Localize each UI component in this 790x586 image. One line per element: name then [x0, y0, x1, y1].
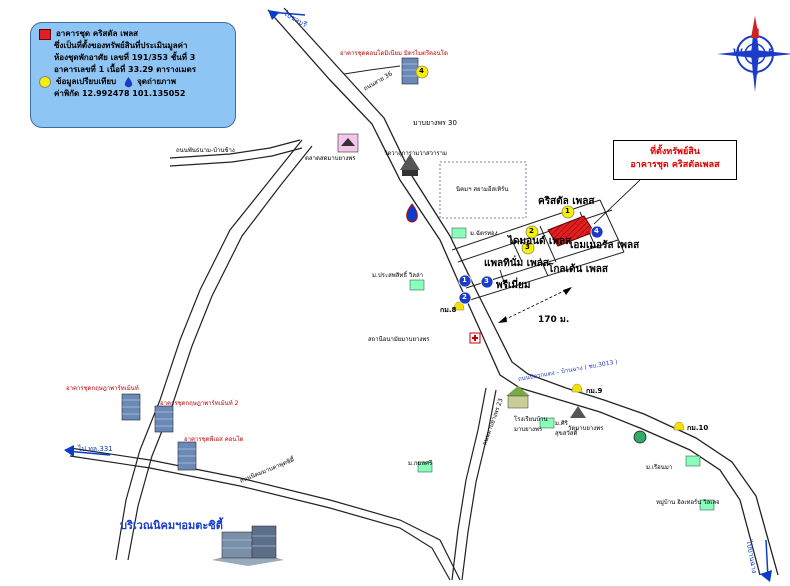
compass-s: S	[752, 68, 759, 78]
label-to-331: ไป ทล.331	[78, 445, 113, 453]
label-premium: พรีเมี่ยม	[496, 280, 531, 291]
nikom-boundary	[439, 161, 527, 219]
label-nikom: นิคมฯ สยามอีสเทิร์น	[456, 186, 509, 193]
village-house-icon	[409, 227, 715, 511]
label-condo-top: อาคารชุดคอนโดมิเนียม มิตรไมตรีคอนโด	[340, 50, 448, 57]
label-temple: วัดวาลุการามวาสวาราม	[384, 150, 447, 157]
temple-icon-2	[570, 406, 586, 418]
label-health-center: สถานีอนามัยมาบยางพร	[368, 336, 430, 343]
health-center-icon	[469, 332, 481, 344]
legend-comparable: ข้อมูลเปรียบเทียบ	[56, 77, 117, 86]
label-emerald-place: เอมเมอรัล เพลส	[570, 240, 640, 251]
label-condo-left-3: อาคารชุดพีเอส คอนโด	[184, 436, 244, 443]
label-amata-city: บริเวณนิคมฯอมตะซิตี้	[120, 519, 223, 532]
market-icon	[337, 133, 359, 153]
yellow-marker-2: 2	[529, 227, 534, 235]
subject-swatch-icon	[39, 28, 51, 40]
vertical-road	[451, 387, 497, 581]
label-condo-left-2: อาคารชุดกฤษฎาพาร์ทเม้นท์ 2	[160, 400, 239, 407]
label-village-chaitong: ม.ฉัตรทอง	[470, 230, 498, 237]
comparable-dot-icon	[39, 76, 51, 88]
label-diamond-place: ไดมอนด์ เพลส	[508, 236, 572, 247]
label-temple-2: วัดมาบยางพร	[568, 425, 604, 432]
label-km10: กม.10	[687, 424, 709, 432]
estate-building-icon	[212, 525, 284, 566]
label-village-sirisuk: ม.ศิริ สุขสวัสดิ์	[555, 420, 578, 437]
comparable-markers	[415, 65, 575, 255]
label-village-ruenma: ม.เรือนมา	[646, 464, 673, 471]
yellow-marker-3: 3	[525, 243, 530, 251]
legend-line-2: ห้องชุดพักอาศัย เลขที่ 191/353 ชั้นที่ 3	[54, 53, 196, 62]
lower-road	[69, 447, 461, 581]
label-condo-left-1: อาคารชุดกฤษฎาพาร์ทเม้นท์	[66, 385, 139, 392]
photo-marker-1: 1	[462, 276, 467, 284]
label-village-prasit: ม.ประสพสิทธิ์ วิลล่า	[372, 272, 424, 279]
label-golden-place: โกลเด้น เพลส	[548, 264, 609, 275]
callout-leader	[593, 179, 641, 225]
distance-arrow	[499, 287, 571, 323]
callout-line-2: อาคารชุด คริสตัลเพลส	[630, 160, 720, 170]
label-km8: กม.8	[440, 306, 457, 314]
yellow-marker-4: 4	[419, 67, 424, 75]
left-road	[169, 139, 303, 167]
callout-line-1: ที่ตั้งทรัพย์สิน	[650, 147, 700, 157]
km-marker-icon	[453, 301, 685, 431]
diagonal-road	[115, 139, 313, 561]
photo-marker-2: 2	[462, 293, 467, 301]
photo-drop-icon	[124, 76, 133, 87]
label-market: ตลาดสดมาบยางพร	[305, 155, 356, 162]
yellow-marker-1: 1	[565, 207, 570, 215]
temple-icon	[400, 154, 420, 176]
legend-coordinates: ค่าพิกัด 12.992478 101.135052	[54, 89, 186, 98]
label-crystal-place: คริสตัล เพลส	[538, 196, 595, 207]
compass-e: E	[768, 48, 775, 58]
direction-arrow-lines	[65, 11, 769, 579]
main-road	[267, 7, 779, 576]
legend-photo-point: จุดถ่ายภาพ	[137, 77, 177, 86]
gas-station-icon	[406, 203, 418, 223]
photo-marker-3: 3	[484, 277, 489, 285]
label-platinum-place: แพลทินั่ม เพลส	[484, 258, 549, 269]
label-school: โรงเรียนบ้านมาบยางพร	[514, 416, 548, 433]
label-distance: 170 ม.	[538, 315, 570, 325]
label-village-hill: หมู่บ้าน ฮิลเทอร์น วิลเลจ	[656, 499, 720, 506]
condo-road	[343, 65, 401, 75]
label-village-kamsri: ม.กมลศรี	[408, 460, 433, 467]
distance-arrowhead-a	[498, 316, 507, 323]
legend-line-3: อาคารเลขที่ 1 เนื้อที่ 33.29 ตารางเมตร	[54, 65, 196, 74]
label-km9: กม.9	[586, 387, 603, 395]
compass-icon	[717, 16, 790, 92]
distance-arrowhead-b	[563, 287, 572, 295]
label-road-left: ถนนพันธนาม-บ้านช้าง	[176, 147, 235, 154]
map-legend: อาคารชุด คริสตัล เพลส ซึ่งเป็นที่ตั้งของ…	[30, 22, 236, 128]
legend-title: อาคารชุด คริสตัล เพลส	[56, 29, 139, 38]
compass-w: W	[733, 48, 743, 58]
road-sign-icon	[633, 430, 647, 444]
label-mabyangporn-30: มาบยางพร 30	[413, 119, 457, 127]
window-grid-icon	[122, 63, 418, 464]
school-icon	[506, 386, 530, 409]
compass-n: N	[752, 28, 760, 38]
photo-marker-4: 4	[594, 227, 599, 235]
legend-line-1: ซึ่งเป็นที่ตั้งของทรัพย์สินที่ประเมินมูล…	[54, 41, 188, 50]
subject-callout: ที่ตั้งทรัพย์สิน อาคารชุด คริสตัลเพลส	[613, 140, 737, 180]
photo-point-markers	[458, 225, 604, 305]
